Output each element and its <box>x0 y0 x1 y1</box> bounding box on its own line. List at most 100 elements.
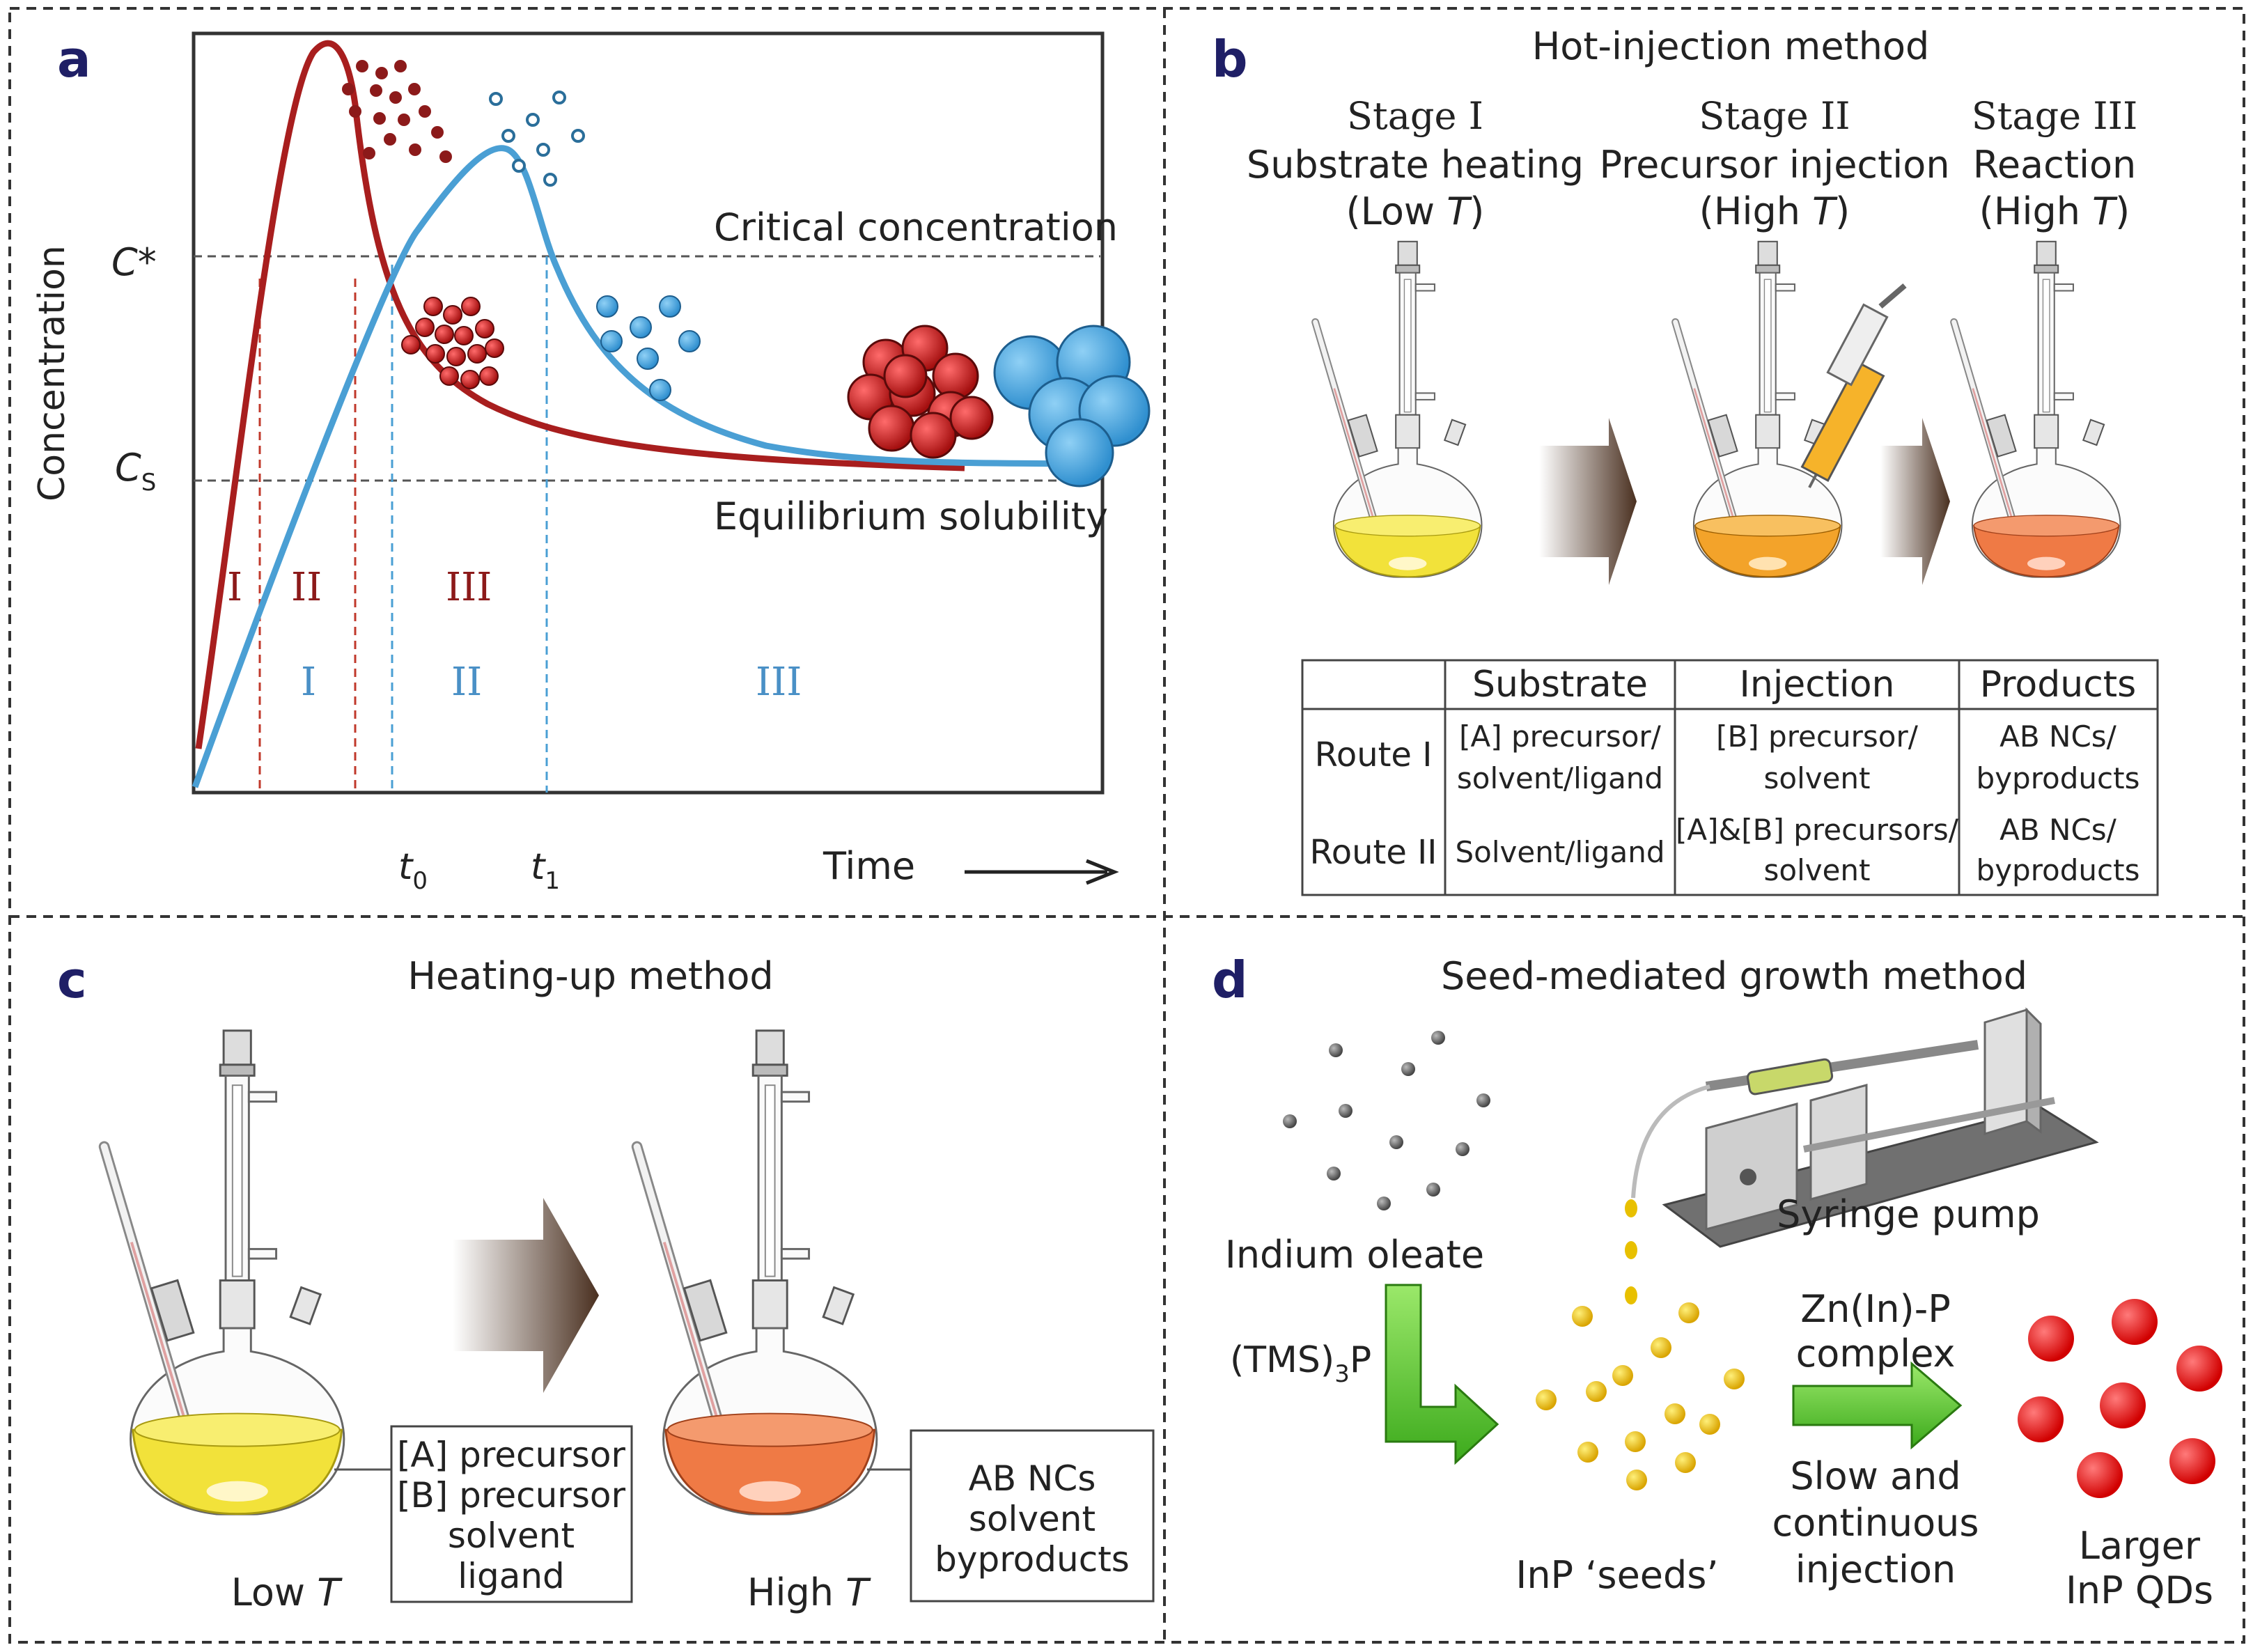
left-composition-box: [A] precursor [B] precursor solvent liga… <box>334 1425 633 1603</box>
route-1-substrate-1: [A] precursor/ <box>1459 719 1662 754</box>
right-composition-box: AB NCs solvent byproducts <box>867 1429 1155 1603</box>
c-star-label: C* <box>111 240 157 284</box>
route-1-substrate-2: solvent/ligand <box>1457 761 1663 795</box>
panel-c: c Heating-up method Low T [A] precursor … <box>57 951 1155 1614</box>
complex-line-1: Zn(In)-P <box>1800 1287 1951 1331</box>
svg-text:byproducts: byproducts <box>935 1539 1130 1580</box>
svg-text:[A] precursor: [A] precursor <box>397 1435 625 1475</box>
panel-c-title: Heating-up method <box>407 954 773 998</box>
blue-stage-3: III <box>756 660 802 705</box>
cs-label: CS <box>115 446 156 497</box>
blue-stage-1: I <box>301 660 316 705</box>
blue-concentration-curve <box>192 145 1073 788</box>
svg-text:Stage II: Stage II <box>1699 94 1850 138</box>
complex-line-2: complex <box>1796 1332 1956 1376</box>
svg-text:Reaction: Reaction <box>1973 143 2137 187</box>
panel-b: b Hot-injection method Stage I Substrate… <box>1212 24 2159 896</box>
blue-stage-2: II <box>451 660 482 705</box>
panel-d: d Seed-mediated growth method Indium ole… <box>1212 951 2222 1612</box>
svg-text:ligand: ligand <box>458 1556 565 1596</box>
arrow-b-1 <box>1539 418 1637 585</box>
blue-dots-medium <box>596 295 701 401</box>
equilibrium-solubility-label: Equilibrium solubility <box>714 494 1108 538</box>
red-dots-medium-cluster <box>401 297 504 389</box>
qd-line-1: Larger <box>2079 1524 2201 1568</box>
flask-stage-3 <box>1954 242 2121 578</box>
green-right-arrow <box>1792 1361 1963 1450</box>
stage-2-heading: Stage II Precursor injection (High T) <box>1599 94 1949 233</box>
route-1-products-1: AB NCs/ <box>1999 719 2117 754</box>
route-1-injection-2: solvent <box>1763 761 1870 795</box>
route-1-products-2: byproducts <box>1977 761 2140 795</box>
route-1-injection-1: [B] precursor/ <box>1716 719 1919 754</box>
time-arrow <box>965 859 1119 885</box>
flask-high-t <box>637 1031 877 1515</box>
syringe <box>1800 283 1907 488</box>
table-header-injection: Injection <box>1740 664 1895 706</box>
red-stage-3: III <box>446 565 492 610</box>
routes-table: Substrate Injection Products Route I [A]… <box>1301 659 2159 896</box>
t1-label: t1 <box>531 846 560 895</box>
inp-seeds-label: InP ‘seeds’ <box>1515 1553 1718 1597</box>
arrow-c <box>453 1198 599 1393</box>
panel-a-letter: a <box>57 30 91 88</box>
t0-label: t0 <box>398 846 428 895</box>
arrow-b-2 <box>1880 418 1950 585</box>
svg-text:Stage III: Stage III <box>1972 94 2138 138</box>
red-concentration-curve <box>195 40 965 749</box>
red-stage-1: I <box>227 565 242 610</box>
panel-d-title: Seed-mediated growth method <box>1441 954 2027 998</box>
svg-text:Substrate heating: Substrate heating <box>1247 143 1584 187</box>
panel-d-letter: d <box>1212 951 1248 1009</box>
low-t-label: Low T <box>231 1571 343 1614</box>
panel-c-letter: c <box>57 951 87 1009</box>
injection-line-1: Slow and <box>1790 1454 1960 1498</box>
red-large-cluster <box>847 325 994 459</box>
route-2-products-2: byproducts <box>1977 853 2140 887</box>
svg-text:Precursor injection: Precursor injection <box>1599 143 1949 187</box>
green-l-arrow <box>1385 1284 1499 1465</box>
inp-seeds <box>1536 1302 1745 1490</box>
droplets <box>1625 1199 1637 1304</box>
red-stage-2: II <box>291 565 322 610</box>
panel-a: a Concentration C* CS Critical concentra… <box>31 30 1151 895</box>
indium-oleate-label: Indium oleate <box>1225 1233 1484 1277</box>
route-2-injection-1: [A]&[B] precursors/ <box>1676 813 1959 847</box>
svg-text:(Low T): (Low T) <box>1346 189 1485 233</box>
blue-large-cluster <box>993 325 1151 488</box>
flask-stage-2 <box>1676 242 1842 578</box>
route-2-substrate-1: Solvent/ligand <box>1456 835 1665 869</box>
svg-text:[B] precursor: [B] precursor <box>397 1475 626 1515</box>
injection-line-2: continuous <box>1772 1501 1979 1545</box>
syringe-pump-label: Syringe pump <box>1777 1192 2040 1236</box>
stage-1-heading: Stage I Substrate heating (Low T) <box>1247 94 1584 233</box>
table-header-substrate: Substrate <box>1472 664 1648 706</box>
route-2-label: Route II <box>1310 833 1437 872</box>
stage-3-heading: Stage III Reaction (High T) <box>1972 94 2138 233</box>
panel-b-title: Hot-injection method <box>1532 24 1930 68</box>
flask-stage-1 <box>1316 242 1482 578</box>
qd-line-2: InP QDs <box>2066 1568 2213 1612</box>
blue-dots-small <box>489 91 585 187</box>
route-1-label: Route I <box>1315 735 1433 774</box>
route-2-products-1: AB NCs/ <box>1999 813 2117 847</box>
syringe-pump <box>1631 1007 2099 1248</box>
panel-b-letter: b <box>1212 30 1248 88</box>
flask-low-t <box>104 1031 344 1515</box>
indium-oleate-dots <box>1283 1031 1490 1210</box>
critical-concentration-label: Critical concentration <box>714 205 1118 249</box>
tms-label: (TMS)3P <box>1230 1339 1371 1388</box>
time-label: Time <box>823 844 915 888</box>
svg-text:solvent: solvent <box>969 1499 1096 1539</box>
table-header-products: Products <box>1980 664 2137 706</box>
larger-inp-qds <box>2018 1299 2222 1498</box>
panel-borders <box>8 7 2245 1644</box>
injection-line-3: injection <box>1795 1548 1956 1591</box>
svg-text:AB NCs: AB NCs <box>969 1458 1096 1499</box>
route-2-injection-2: solvent <box>1763 853 1870 887</box>
svg-text:(High T): (High T) <box>1699 189 1850 233</box>
svg-text:Stage I: Stage I <box>1347 94 1483 138</box>
red-dots-small-cluster <box>342 60 452 163</box>
y-axis-label: Concentration <box>31 245 73 501</box>
